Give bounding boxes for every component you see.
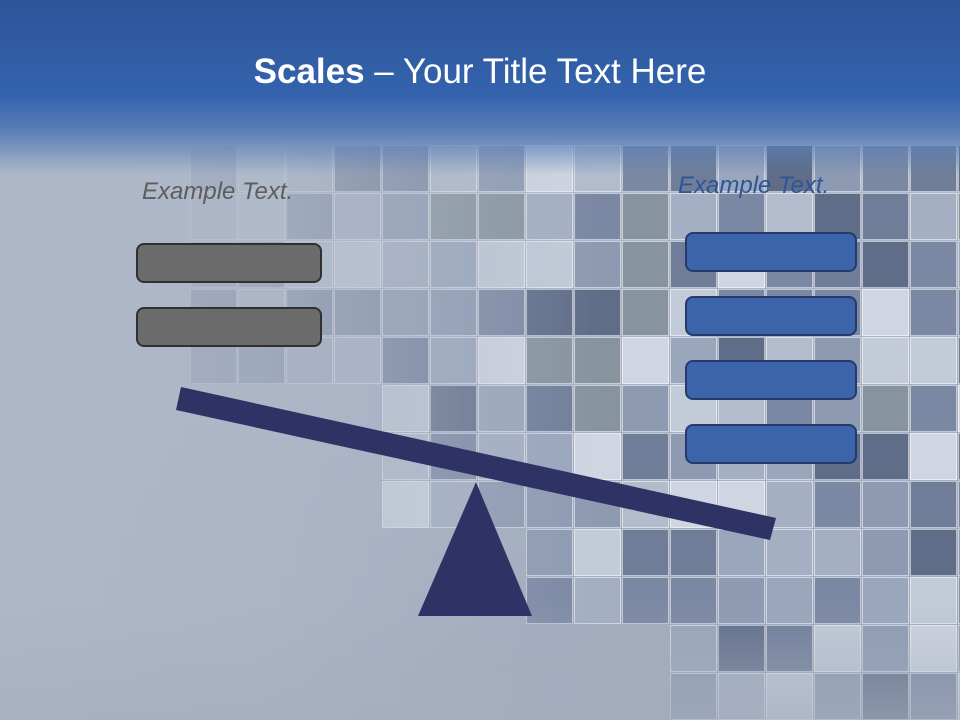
collage-tile	[958, 529, 960, 576]
collage-tile	[862, 481, 909, 528]
collage-tile	[622, 385, 669, 432]
slide-title[interactable]: Scales – Your Title Text Here	[0, 52, 960, 92]
collage-tile	[766, 529, 813, 576]
collage-tile	[910, 385, 957, 432]
right-example-text[interactable]: Example Text.	[678, 172, 830, 199]
collage-tile	[862, 385, 909, 432]
collage-tile	[814, 529, 861, 576]
collage-tile	[622, 193, 669, 240]
collage-tile	[862, 241, 909, 288]
header-band	[0, 0, 960, 175]
collage-tile	[862, 433, 909, 480]
right-box-1[interactable]	[685, 232, 857, 272]
collage-tile	[910, 193, 957, 240]
collage-tile	[622, 289, 669, 336]
collage-tile	[814, 481, 861, 528]
collage-fade-bottom	[0, 600, 960, 720]
right-box-3[interactable]	[685, 360, 857, 400]
collage-tile	[862, 193, 909, 240]
scale-beam[interactable]	[176, 387, 776, 540]
collage-tile	[910, 337, 957, 384]
collage-tile	[958, 481, 960, 528]
collage-tile	[958, 193, 960, 240]
right-box-4[interactable]	[685, 424, 857, 464]
collage-tile	[958, 241, 960, 288]
collage-tile	[910, 433, 957, 480]
collage-tile	[862, 337, 909, 384]
left-box-1[interactable]	[136, 243, 322, 283]
collage-tile	[862, 289, 909, 336]
title-bold: Scales	[253, 52, 365, 91]
collage-tile	[622, 337, 669, 384]
collage-tile	[622, 529, 669, 576]
left-box-2[interactable]	[136, 307, 322, 347]
collage-tile	[622, 433, 669, 480]
left-example-text[interactable]: Example Text.	[142, 178, 294, 205]
collage-tile	[910, 481, 957, 528]
collage-tile	[670, 529, 717, 576]
collage-tile	[622, 241, 669, 288]
collage-tile	[910, 529, 957, 576]
collage-tile	[862, 529, 909, 576]
collage-tile	[910, 241, 957, 288]
right-box-2[interactable]	[685, 296, 857, 336]
collage-tile	[958, 433, 960, 480]
scale-fulcrum[interactable]	[418, 482, 532, 616]
collage-tile	[958, 289, 960, 336]
collage-tile	[910, 289, 957, 336]
collage-tile	[958, 385, 960, 432]
title-rest: – Your Title Text Here	[364, 52, 707, 91]
collage-tile	[958, 337, 960, 384]
